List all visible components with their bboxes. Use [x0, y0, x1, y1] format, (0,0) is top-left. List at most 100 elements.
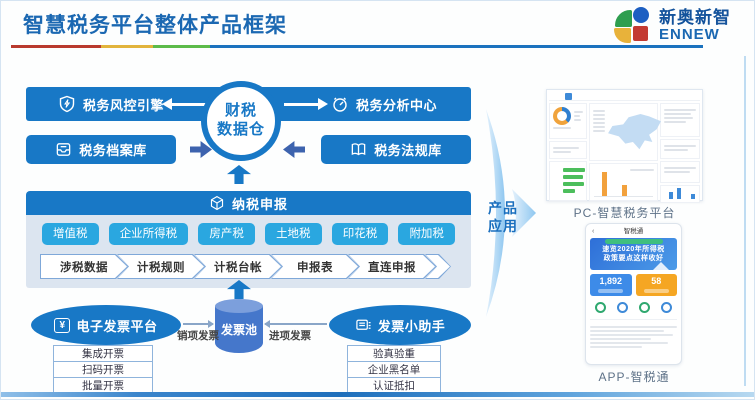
- back-chevron-icon: ‹: [592, 228, 595, 235]
- declaration-body: 增值税 企业所得税 房产税 土地税 印花税 附加税 涉税数据 计税规则 计税台帐…: [26, 215, 471, 288]
- orange-bar: [622, 185, 627, 196]
- gauge-ring-icon: [595, 302, 607, 313]
- table-row: 集成开票: [53, 345, 153, 362]
- process-step-direct-filing: 直连申报: [348, 254, 436, 279]
- pc-donut-panel: [549, 103, 587, 139]
- app-navbar: ‹ 智税通: [590, 227, 677, 237]
- underline-segment-yellow: [101, 45, 153, 48]
- process-flow-row: 涉税数据 计税规则 计税台帐 申报表 直连申报: [38, 254, 459, 279]
- pc-list-panel: [660, 103, 700, 137]
- gauge-ring-icon: [660, 302, 672, 313]
- pc-map-panel: [589, 103, 661, 161]
- book-icon: [351, 143, 366, 156]
- banner-line1: 速览2020年所得税: [602, 246, 665, 253]
- stat-card-blue: 1,892: [590, 274, 632, 296]
- module-risk-engine: 税务风控引擎: [58, 87, 164, 121]
- china-map: [608, 114, 661, 150]
- table-row: 企业黑名单: [347, 361, 441, 378]
- module-analysis-center: 税务分析中心: [331, 87, 437, 121]
- process-step-form: 申报表: [271, 254, 359, 279]
- process-step-rules: 计税规则: [117, 254, 205, 279]
- app-banner: 速览2020年所得税 政策要点这样收好: [590, 238, 677, 270]
- arrow-hub-to-risk: [162, 98, 206, 110]
- blue-bar: [677, 188, 681, 199]
- company-logo: 新奥新智 ENNEW: [613, 7, 731, 45]
- blue-bar: [691, 194, 695, 199]
- module-archive-library-label: 税务档案库: [79, 143, 147, 158]
- feature-blacklist: 企业黑名单: [347, 361, 441, 378]
- tax-type-property: 房产税: [198, 223, 255, 245]
- invoice-pool-cylinder: 发票池: [215, 299, 263, 353]
- product-application-label: 产品 应用: [488, 200, 518, 234]
- pc-list-panel: [660, 139, 700, 159]
- pc-dashboard-screenshot: [546, 89, 703, 203]
- declaration-header: 纳税申报: [26, 191, 471, 215]
- stat-card-orange: 58: [635, 274, 677, 296]
- feature-scan-invoicing: 扫码开票: [53, 361, 153, 378]
- declaration-title: 纳税申报: [231, 196, 288, 212]
- tax-type-row: 增值税 企业所得税 房产税 土地税 印花税 附加税: [38, 223, 459, 245]
- orange-bar: [602, 172, 607, 196]
- hub-label-line1: 财税: [224, 102, 257, 120]
- gauge-ring-icon: [617, 302, 629, 313]
- invoice-pool-label: 发票池: [220, 323, 257, 337]
- pc-list-panel: [660, 161, 700, 183]
- inbound-invoice-label: 进项发票: [269, 330, 311, 342]
- banner-line2: 政策要点这样收好: [603, 255, 664, 262]
- pc-stats-panel: [549, 141, 587, 159]
- gauge-ring-icon: [638, 302, 650, 313]
- invoice-platform-label: 电子发票平台: [76, 318, 158, 334]
- declaration-card: 纳税申报 增值税 企业所得税 房产税 土地税 印花税 附加税 涉税数据 计税规则…: [26, 191, 471, 288]
- pc-mini-chart-panel: [660, 185, 700, 203]
- pc-logo-icon: [565, 93, 572, 100]
- module-risk-engine-label: 税务风控引擎: [83, 97, 165, 113]
- stat-orange-value: 58: [651, 276, 662, 286]
- archive-icon: [56, 143, 71, 156]
- page-title: 智慧税务平台整体产品框架: [23, 14, 287, 37]
- pc-green-bars-panel: [549, 161, 587, 201]
- module-regulation-library: 税务法规库: [321, 135, 471, 164]
- logo-company-name-en: ENNEW: [659, 26, 720, 44]
- pc-caption: PC-智慧税务平台: [573, 206, 676, 220]
- module-archive-library: 税务档案库: [26, 135, 176, 164]
- app-gauge-row: [590, 302, 677, 313]
- app-news-list: [590, 319, 677, 348]
- arrow-regulation-to-hub: [283, 141, 305, 158]
- cube-icon: [210, 195, 224, 211]
- bottom-accent-bar: [1, 392, 754, 397]
- table-row: 验真验重: [347, 345, 441, 362]
- banner-green-pill: [604, 239, 663, 244]
- process-step-ledger: 计税台帐: [194, 254, 282, 279]
- platform-features-table: 集成开票 扫码开票 批量开票: [53, 345, 153, 394]
- tax-type-land: 土地税: [265, 223, 322, 245]
- ennew-logo-icon: [613, 7, 651, 45]
- assistant-features-table: 验真验重 企业黑名单 认证抵扣: [347, 345, 441, 394]
- invoice-assistant-label: 发票小助手: [377, 318, 446, 334]
- banner-mountain-graphic: [649, 262, 673, 270]
- invoice-platform-pill: ¥ 电子发票平台: [31, 305, 181, 345]
- feature-verify-dedupe: 验真验重: [347, 345, 441, 362]
- connector-inbound: [264, 320, 327, 328]
- app-nav-title: 智税通: [623, 228, 644, 235]
- tax-type-vat: 增值税: [42, 223, 99, 245]
- table-row: 扫码开票: [53, 361, 153, 378]
- blue-bar: [669, 192, 673, 199]
- hub-label-line2: 数据仓: [216, 121, 265, 138]
- module-regulation-library-label: 税务法规库: [374, 143, 442, 158]
- pc-topbar: [549, 92, 700, 101]
- module-analysis-center-label: 税务分析中心: [356, 97, 438, 113]
- tax-type-stamp: 印花税: [331, 223, 389, 245]
- arrow-declaration-to-hub: [227, 165, 251, 184]
- app-caption: APP-智税通: [598, 370, 670, 384]
- right-divider-line: [744, 56, 746, 386]
- invoice-assistant-pill: 发票小助手: [329, 305, 471, 345]
- hub-data-warehouse: 财税 数据仓: [201, 81, 281, 161]
- invoice-card-icon: [356, 319, 371, 330]
- donut-chart: [553, 107, 571, 125]
- logo-company-name-cn: 新奥新智: [659, 8, 731, 28]
- product-application-arrow: [486, 109, 536, 317]
- title-underline: [11, 45, 703, 48]
- tax-type-corporate-income: 企业所得税: [108, 223, 189, 245]
- pc-bar-chart-panel: [589, 163, 658, 201]
